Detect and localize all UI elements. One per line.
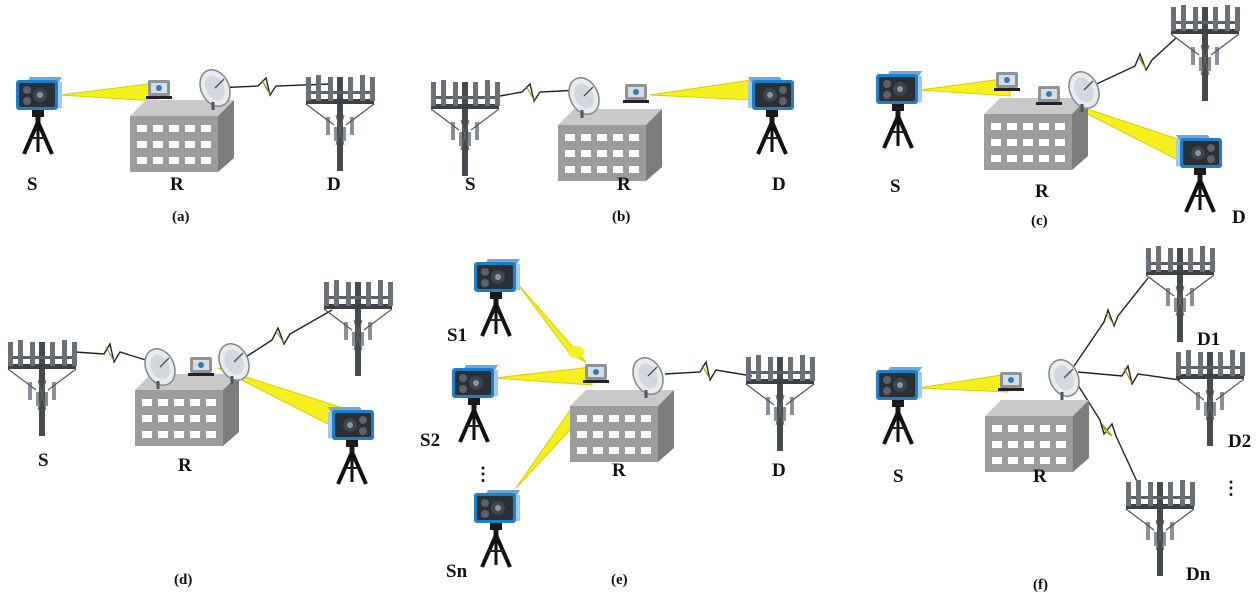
caption-f: (f) bbox=[1033, 577, 1048, 593]
lightning-icon bbox=[499, 82, 581, 103]
building-icon bbox=[558, 109, 662, 181]
lightning-bolt bbox=[1138, 56, 1147, 70]
building-icon bbox=[135, 374, 239, 446]
cell-tower-icon bbox=[8, 340, 77, 436]
label-S1: S1 bbox=[447, 325, 467, 346]
lightning-bolt bbox=[105, 346, 115, 362]
label-S: S bbox=[465, 174, 476, 195]
fso-terminal-icon bbox=[452, 365, 498, 442]
cell-tower-icon bbox=[431, 80, 500, 176]
ellipsis-dots: ⋮ bbox=[1222, 478, 1240, 498]
label-D: D bbox=[327, 174, 341, 195]
label-S: S bbox=[38, 450, 49, 471]
lightning-bolt bbox=[701, 364, 711, 380]
label-R: R bbox=[612, 460, 626, 481]
optical-beam-icon bbox=[515, 281, 587, 363]
fso-terminal-icon bbox=[876, 367, 922, 444]
label-R: R bbox=[178, 455, 192, 476]
building-icon bbox=[984, 98, 1088, 170]
building-icon bbox=[985, 400, 1089, 472]
optical-beam-icon bbox=[917, 373, 1009, 393]
satellite-dish-icon bbox=[1041, 353, 1087, 403]
building-icon bbox=[130, 100, 234, 172]
label-S: S bbox=[893, 466, 904, 487]
fso-receiver-icon bbox=[998, 372, 1024, 391]
panel-e: S1 S2 ⋮ Sn R D (e) bbox=[420, 259, 815, 588]
lightning-icon bbox=[664, 360, 753, 382]
label-D: D bbox=[1232, 207, 1246, 228]
lightning-bolt bbox=[1101, 423, 1113, 437]
optical-beam-icon bbox=[493, 366, 593, 386]
fso-receiver-icon bbox=[583, 364, 609, 383]
fso-terminal-icon bbox=[474, 259, 520, 336]
fso-receiver-icon bbox=[994, 72, 1020, 91]
label-D2: D2 bbox=[1228, 431, 1251, 452]
lightning-icon bbox=[1073, 277, 1149, 367]
lightning-bolt bbox=[1105, 312, 1115, 326]
fso-receiver-icon bbox=[188, 357, 214, 376]
lightning-icon bbox=[1077, 364, 1181, 386]
label-S2: S2 bbox=[420, 430, 440, 451]
fso-receiver-icon bbox=[146, 80, 172, 99]
lightning-icon bbox=[237, 309, 333, 363]
fso-terminal-icon bbox=[328, 407, 374, 484]
label-R: R bbox=[617, 174, 631, 195]
ellipsis-dots: ⋮ bbox=[474, 464, 492, 484]
label-S: S bbox=[890, 176, 901, 197]
caption-c: (c) bbox=[1031, 213, 1048, 229]
label-S: S bbox=[27, 174, 38, 195]
caption-a: (a) bbox=[172, 209, 190, 225]
label-D: D bbox=[772, 174, 786, 195]
lightning-icon bbox=[1075, 381, 1141, 489]
caption-b: (b) bbox=[612, 209, 630, 225]
fso-terminal-icon bbox=[876, 71, 922, 148]
cell-tower-icon bbox=[1171, 5, 1240, 101]
cell-tower-icon bbox=[324, 280, 393, 376]
fso-terminal-icon bbox=[16, 77, 62, 154]
lightning-bolt bbox=[275, 330, 285, 344]
fso-terminal-icon bbox=[474, 490, 520, 567]
cell-tower-icon bbox=[746, 355, 815, 451]
beam-spot bbox=[568, 346, 584, 358]
label-R: R bbox=[1035, 181, 1049, 202]
panel-a: S R D (a) bbox=[16, 63, 375, 225]
panel-f: S R D1 D2 ⋮ Dn (f) bbox=[876, 246, 1251, 593]
lightning-bolt bbox=[525, 85, 535, 101]
panel-d: S R (d) bbox=[8, 280, 393, 588]
cell-tower-icon bbox=[1146, 246, 1215, 342]
fso-terminal-icon bbox=[748, 77, 794, 154]
cell-tower-icon bbox=[1126, 480, 1195, 576]
lightning-icon bbox=[214, 76, 331, 97]
label-Sn: Sn bbox=[446, 561, 468, 582]
lightning-icon bbox=[74, 342, 153, 364]
lightning-icon bbox=[1087, 37, 1177, 89]
label-D: D bbox=[772, 460, 786, 481]
panel-b: S R D (b) bbox=[431, 71, 794, 225]
fso-terminal-icon bbox=[1176, 135, 1222, 212]
fso-receiver-icon bbox=[623, 84, 649, 103]
building-icon bbox=[570, 390, 674, 462]
caption-e: (e) bbox=[611, 572, 628, 588]
optical-beam-icon bbox=[59, 82, 157, 102]
label-R: R bbox=[1033, 466, 1047, 487]
optical-beam-icon bbox=[649, 79, 753, 101]
cell-tower-icon bbox=[306, 75, 375, 171]
panel-c: S R D (c) bbox=[876, 5, 1246, 229]
lightning-bolt bbox=[1123, 367, 1133, 384]
label-Dn: Dn bbox=[1186, 564, 1211, 585]
label-D1: D1 bbox=[1197, 329, 1220, 350]
caption-d: (d) bbox=[174, 572, 192, 588]
lightning-bolt bbox=[261, 79, 271, 95]
label-R: R bbox=[170, 174, 184, 195]
fso-receiver-icon bbox=[1036, 86, 1062, 105]
